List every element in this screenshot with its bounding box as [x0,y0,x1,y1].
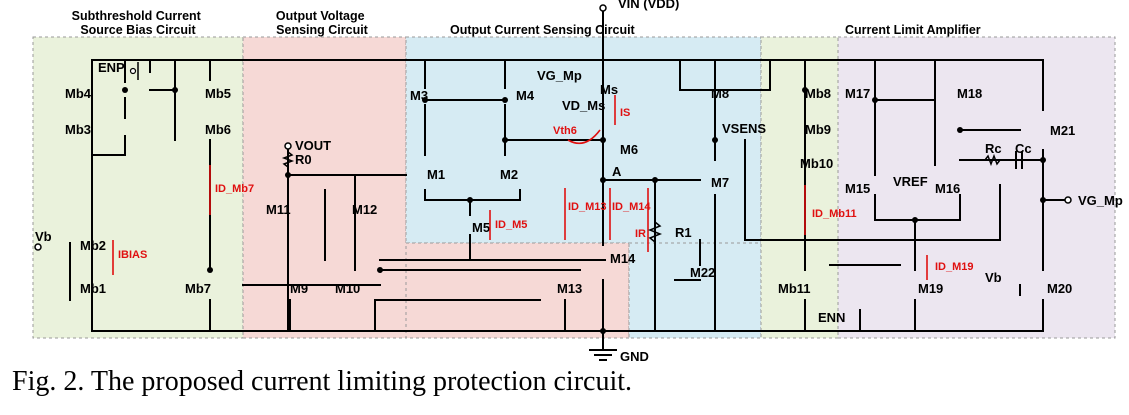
mb5-label: Mb5 [205,86,231,101]
m11-label: M11 [266,202,291,217]
enp-bubble [129,67,137,75]
cc-label: Cc [1015,141,1032,156]
r0-symbol [281,151,295,168]
m14-label: M14 [610,251,636,266]
vg-mp-in-label: VG_Mp [537,68,582,83]
enp-label: ENP [98,60,125,75]
vsens-label: VSENS [722,121,766,136]
m7-label: M7 [711,175,729,190]
mb4-label: Mb4 [65,86,92,101]
junction-dots [122,87,1046,334]
m22-label: M22 [690,265,715,280]
current-limit-schematic: Subthreshold Current Source Bias Circuit… [32,0,1123,364]
isense-block-lower [628,242,762,339]
m21-label: M21 [1050,123,1075,138]
node-a-label: A [612,164,622,179]
m15-label: M15 [845,181,870,196]
vin-terminal [599,4,607,12]
mb1-label: Mb1 [80,281,106,296]
m13-label: M13 [557,281,582,296]
m16-label: M16 [935,181,960,196]
gnd-label: GND [620,349,649,364]
amp-block-region [837,36,1116,339]
block-title-output-voltage: Output Voltage Sensing Circuit [276,9,369,37]
block-title-subthreshold: Subthreshold Current Source Bias Circuit [72,9,205,37]
id-m13-label: ID_M13 [568,201,607,213]
mb7-label: Mb7 [185,281,211,296]
m4-label: M4 [516,88,535,103]
bias-block-right [760,36,839,339]
vref-label: VREF [893,174,928,189]
id-m5-label: ID_M5 [495,219,527,231]
vd-ms-label: VD_Ms [562,98,605,113]
m12-label: M12 [352,202,377,217]
id-m19-label: ID_M19 [935,261,974,273]
mb3-label: Mb3 [65,122,91,137]
m17-label: M17 [845,86,870,101]
m2-label: M2 [500,167,518,182]
m20-label: M20 [1047,281,1072,296]
vsense-block-region [242,36,407,339]
vgmp-out-terminal [1064,196,1072,204]
id-mb7-label: ID_Mb7 [215,183,254,195]
mb2-label: Mb2 [80,238,106,253]
block-title-output-current: Output Current Sensing Circuit [450,23,636,37]
vsense-block-lower [405,242,630,339]
id-mb11-label: ID_Mb11 [812,208,857,220]
rc-label: Rc [985,141,1002,156]
m18-label: M18 [957,86,982,101]
id-m14-label: ID_M14 [612,201,651,213]
mb6-label: Mb6 [205,122,231,137]
figure-caption: Fig. 2. The proposed current limiting pr… [12,366,633,397]
ibias-label: IBIAS [118,249,147,261]
vg-mp-out-label: VG_Mp [1078,193,1123,208]
enn-label: ENN [818,310,845,325]
bias-block-region [32,36,244,339]
vth6-label: Vth6 [553,125,577,137]
rc-symbol [984,153,1001,167]
mb9-label: Mb9 [805,122,831,137]
is-label: IS [620,107,630,119]
m6-label: M6 [620,142,638,157]
r1-symbol [647,221,663,243]
r0-label: R0 [295,152,312,167]
vout-terminal [284,142,292,150]
m9-label: M9 [290,281,308,296]
ir-label: IR [635,228,646,240]
block-title-current-limit: Current Limit Amplifier [845,23,981,37]
mb10-label: Mb10 [800,156,833,171]
ms-label: Ms [600,82,618,97]
m5-label: M5 [472,220,490,235]
mb11-label: Mb11 [778,281,811,296]
m1-label: M1 [427,167,445,182]
vb-left-terminal [34,243,42,251]
m10-label: M10 [335,281,360,296]
vin-label: VIN (VDD) [618,0,679,11]
m8-label: M8 [711,86,729,101]
mb8-label: Mb8 [805,86,831,101]
vb-right-label: Vb [985,270,1002,285]
vth6-arrow [567,129,601,145]
vb-left-label: Vb [35,229,52,244]
m19-label: M19 [918,281,943,296]
vout-label: VOUT [295,138,331,153]
r1-label: R1 [675,225,692,240]
